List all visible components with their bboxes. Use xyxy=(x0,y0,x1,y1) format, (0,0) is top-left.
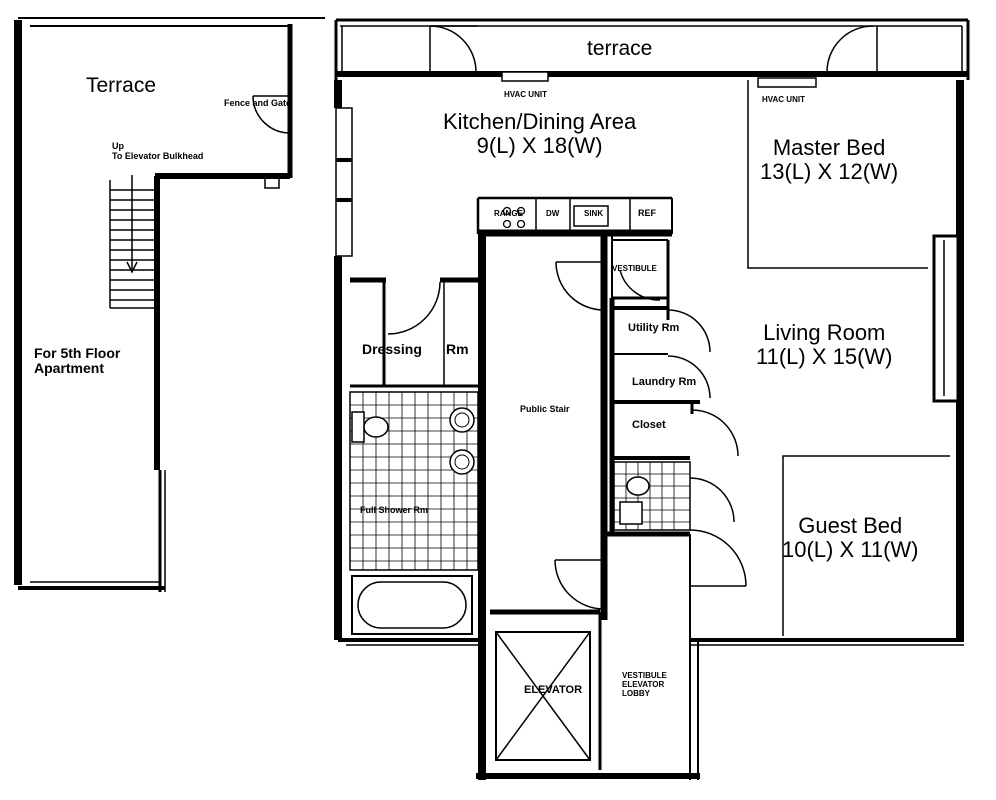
vestibule-walls xyxy=(555,236,670,311)
sink-label: SINK xyxy=(584,209,604,218)
vestibule-label: VESTIBULE xyxy=(612,264,657,273)
vestibule-lobby-line1: VESTIBULE xyxy=(622,671,667,680)
living-window xyxy=(932,234,960,403)
hvac-unit-label-2: HVAC UNIT xyxy=(762,95,805,104)
left-terrace-walls xyxy=(14,17,325,592)
kitchen-dining-label: Kitchen/Dining Area 9(L) X 18(W) xyxy=(443,109,637,159)
fifth-floor-label: For 5th Floor Apartment xyxy=(34,345,121,377)
core-walls xyxy=(476,234,700,780)
dishwasher-label: DW xyxy=(546,209,560,218)
public-stair-label: Public Stair xyxy=(520,404,570,414)
master-bed-label: Master Bed 13(L) X 12(W) xyxy=(760,135,899,185)
top-terrace-label: terrace xyxy=(587,37,653,60)
living-room-label: Living Room 11(L) X 15(W) xyxy=(756,320,893,370)
elevator-label: ELEVATOR xyxy=(524,684,583,696)
top-terrace xyxy=(334,18,970,80)
living-room-dims: 11(L) X 15(W) xyxy=(756,344,893,370)
guest-bed-dims: 10(L) X 11(W) xyxy=(782,537,919,563)
stair-up-line1: Up xyxy=(112,141,124,151)
utility-laundry-closet xyxy=(612,306,739,460)
full-shower-label: Full Shower Rm xyxy=(360,505,429,515)
utility-room-label: Utility Rm xyxy=(628,322,680,334)
master-bed-dims: 13(L) X 12(W) xyxy=(760,159,899,185)
refrigerator-label: REF xyxy=(638,208,656,218)
kitchen-counter xyxy=(476,196,673,237)
fifth-floor-line2: Apartment xyxy=(34,360,105,377)
vestibule-lobby-line2: ELEVATOR xyxy=(622,679,665,689)
fence-gate-door xyxy=(252,95,291,134)
stair-door xyxy=(554,559,605,610)
hvac-unit-label-1: HVAC UNIT xyxy=(504,90,547,99)
closet-label: Closet xyxy=(632,419,666,431)
master-bath xyxy=(349,391,479,635)
living-room-name: Living Room xyxy=(763,320,886,345)
vestibule-lobby-line3: LOBBY xyxy=(622,688,650,698)
bedroom-outlines xyxy=(747,80,950,636)
guest-bed-label: Guest Bed 10(L) X 11(W) xyxy=(782,513,919,563)
dressing-room xyxy=(350,277,478,388)
vestibule-elevator-lobby-label: VESTIBULE ELEVATOR LOBBY xyxy=(622,671,667,698)
kitchen-dining-dims: 9(L) X 18(W) xyxy=(476,133,603,159)
stair-up-label: Up To Elevator Bulkhead xyxy=(112,141,204,162)
stair-up-line2: To Elevator Bulkhead xyxy=(112,150,204,161)
elevator-shaft xyxy=(495,631,591,761)
small-bath xyxy=(613,461,747,587)
stair-to-bulkhead xyxy=(109,175,156,309)
range-label: RANGE xyxy=(494,209,523,218)
guest-bed-name: Guest Bed xyxy=(798,513,903,538)
dressing-rm-label: Rm xyxy=(446,341,469,357)
laundry-room-label: Laundry Rm xyxy=(632,376,697,388)
apartment-outer-walls xyxy=(334,80,964,646)
fence-gate-label: Fence and Gate xyxy=(224,98,292,108)
hvac-units xyxy=(501,71,817,88)
dressing-label: Dressing xyxy=(362,341,422,357)
left-terrace-label: Terrace xyxy=(86,74,157,97)
fifth-floor-line1: For 5th Floor xyxy=(34,345,121,361)
kitchen-dining-name: Kitchen/Dining Area xyxy=(443,109,637,134)
master-bed-name: Master Bed xyxy=(772,135,886,160)
